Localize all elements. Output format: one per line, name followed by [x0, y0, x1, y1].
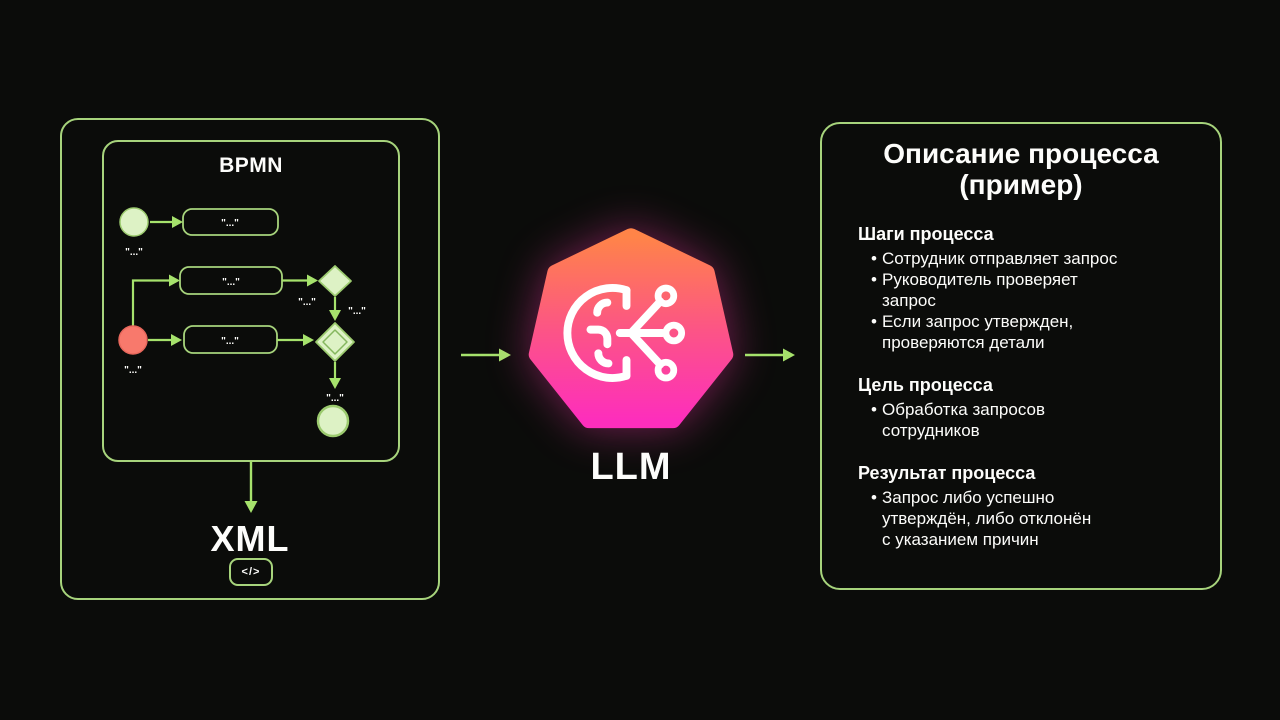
bpmn-arrowhead: [171, 334, 182, 346]
arrowhead: [244, 501, 258, 513]
bpmn-label: "...": [222, 277, 240, 288]
bullet-text: Руководитель проверяет запрос: [882, 270, 1078, 310]
llm-label: LLM: [590, 446, 672, 488]
section-process-goal: Цель процесса • Обработка запросов сотру…: [858, 375, 1196, 441]
list-item: • Обработка запросов сотрудников: [858, 399, 1196, 441]
bpmn-label: "...": [124, 365, 142, 376]
bpmn-arrowhead: [169, 274, 180, 287]
section-heading: Шаги процесса: [858, 224, 994, 244]
bpmn-label: "...": [348, 306, 366, 317]
llm-to-description-arrow: [745, 348, 795, 362]
list-item: • Руководитель проверяет запрос: [858, 269, 1196, 311]
xml-to-llm-arrow: [461, 348, 511, 362]
bpmn-flowchart: "..." "..." "..." "..." "...": [118, 207, 366, 438]
bpmn-gateway-2: [315, 322, 355, 362]
section-process-steps: Шаги процесса • Сотрудник отправляет зап…: [858, 224, 1196, 353]
bullet-dot: •: [871, 400, 877, 419]
bullet-dot: •: [871, 312, 877, 331]
process-description-panel: Описание процесса (пример) Шаги процесса…: [820, 122, 1222, 590]
bpmn-title: BPMN: [219, 154, 283, 177]
section-heading: Цель процесса: [858, 375, 993, 395]
bpmn-connector: [131, 279, 169, 327]
code-icon: </>: [241, 566, 261, 578]
bpmn-arrowhead: [303, 334, 314, 346]
bpmn-label: "...": [326, 393, 344, 404]
bpmn-arrowhead: [172, 216, 183, 228]
list-item: • Если запрос утвержден, проверяются дет…: [858, 311, 1196, 353]
xml-label: XML: [210, 518, 290, 559]
brain-network-icon: [563, 284, 686, 382]
arrowhead: [783, 348, 795, 362]
section-heading: Результат процесса: [858, 463, 1036, 483]
llm-icon: [528, 228, 734, 429]
bpmn-end-event: [316, 404, 350, 438]
bpmn-start-event: [119, 207, 149, 237]
bpmn-gateway-1: [318, 265, 352, 297]
list-item: • Сотрудник отправляет запрос: [858, 248, 1196, 269]
code-badge: </>: [229, 558, 273, 586]
panel-title: Описание процесса (пример): [822, 138, 1220, 200]
bpmn-diagram-box: BPMN "..." "..." "..." "...": [102, 140, 400, 462]
bpmn-gateway-2-inner: [322, 329, 348, 355]
section-process-result: Результат процесса • Запрос либо успешно…: [858, 463, 1196, 550]
bullet-dot: •: [871, 270, 877, 289]
bpmn-task: [182, 208, 279, 236]
bpmn-xml-panel: BPMN "..." "..." "..." "...": [60, 118, 440, 600]
panel-title-line2: (пример): [959, 169, 1083, 200]
list-item: • Запрос либо успешно утверждён, либо от…: [858, 487, 1196, 550]
bpmn-label: "...": [221, 218, 239, 229]
panel-title-line1: Описание процесса: [883, 138, 1159, 169]
description-sections: Шаги процесса • Сотрудник отправляет зап…: [822, 224, 1220, 550]
bullet-text: Сотрудник отправляет запрос: [882, 249, 1118, 268]
bullet-text: Если запрос утвержден, проверяются детал…: [882, 312, 1074, 352]
bpmn-error-event: [118, 325, 148, 355]
bpmn-arrowhead: [329, 378, 341, 389]
bullet-dot: •: [871, 249, 877, 268]
bpmn-label: "...": [221, 336, 239, 347]
bpmn-arrowhead: [307, 274, 318, 287]
bpmn-label: "...": [125, 247, 143, 258]
bullet-text: Обработка запросов сотрудников: [882, 400, 1046, 440]
bpmn-label: "...": [298, 297, 316, 308]
bullet-text: Запрос либо успешно утверждён, либо откл…: [882, 488, 1092, 549]
bullet-dot: •: [871, 488, 877, 507]
arrowhead: [499, 348, 511, 362]
bpmn-arrowhead: [329, 310, 341, 321]
